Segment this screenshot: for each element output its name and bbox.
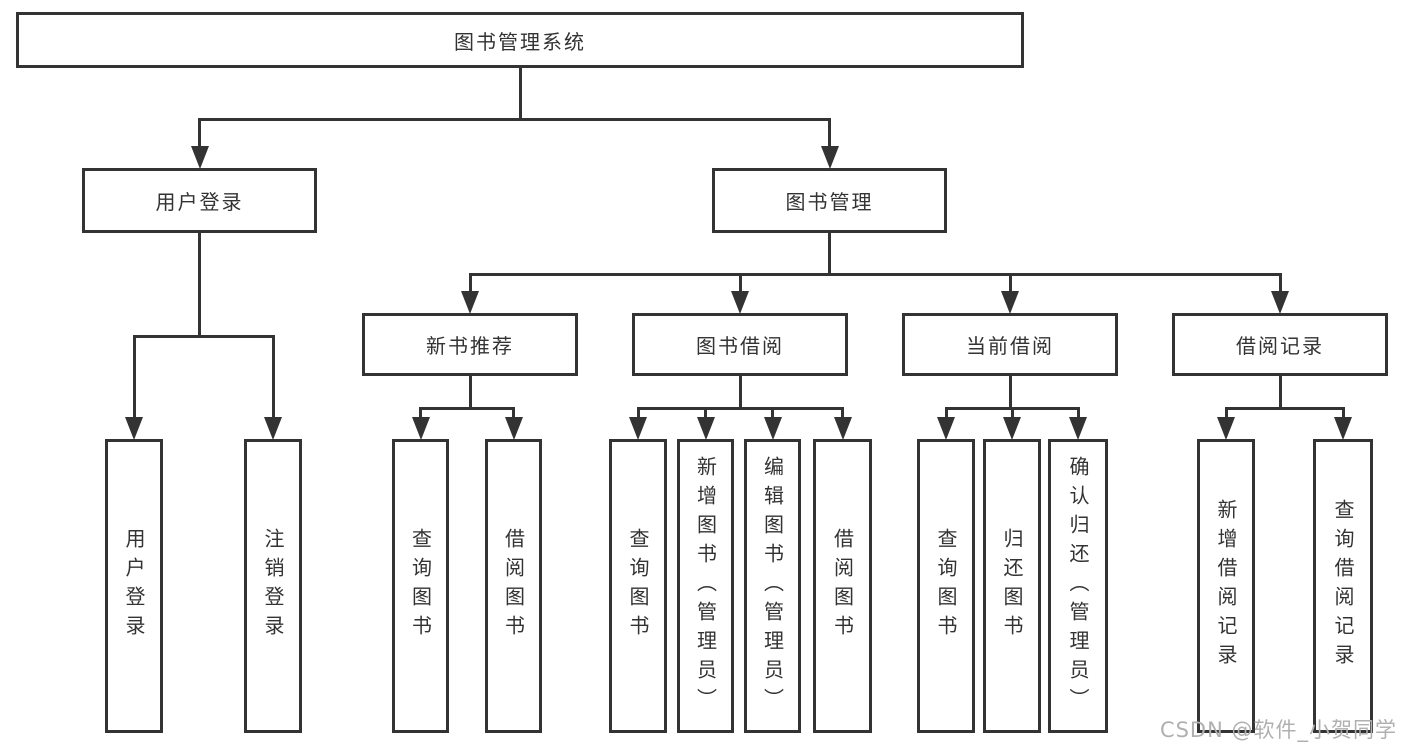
node-root: 图书管理系统 bbox=[16, 12, 1024, 68]
arrowhead-down-icon bbox=[125, 417, 143, 440]
connector-rail bbox=[419, 407, 515, 410]
connector-stub bbox=[1010, 407, 1014, 419]
connector-stub bbox=[828, 118, 831, 148]
node-logout-leaf: 注销登录 bbox=[244, 439, 302, 733]
node-label-book-mgmt: 图书管理 bbox=[785, 190, 874, 214]
node-label-query-book-current: 查询图书 bbox=[934, 528, 958, 644]
arrowhead-down-icon bbox=[264, 417, 282, 440]
connector-stub bbox=[1224, 407, 1228, 419]
node-label-user-login-leaf: 用户登录 bbox=[122, 528, 146, 644]
node-borrow-book-rec: 借阅图书 bbox=[485, 439, 542, 733]
connector-rail bbox=[636, 407, 844, 410]
watermark: CSDN @软件_小贺同学 bbox=[1159, 718, 1397, 742]
node-user-login: 用户登录 bbox=[82, 168, 317, 233]
arrowhead-down-icon bbox=[763, 417, 782, 440]
arrowhead-down-icon bbox=[731, 291, 749, 314]
node-borrow-book-borrow: 借阅图书 bbox=[813, 439, 872, 733]
node-label-root: 图书管理系统 bbox=[454, 29, 586, 54]
node-confirm-return: 确认归还（管理员） bbox=[1048, 439, 1108, 733]
node-query-borrow-record: 查询借阅记录 bbox=[1313, 439, 1373, 733]
node-label-query-book-rec: 查询图书 bbox=[408, 528, 433, 644]
node-label-query-book-borrow: 查询图书 bbox=[626, 528, 650, 644]
node-label-current-borrow: 当前借阅 bbox=[966, 334, 1054, 358]
arrowhead-down-icon bbox=[833, 417, 852, 440]
connector-stem bbox=[1278, 376, 1282, 410]
node-label-logout-leaf: 注销登录 bbox=[261, 528, 285, 644]
node-label-borrow-records: 借阅记录 bbox=[1236, 334, 1324, 358]
arrowhead-down-icon bbox=[820, 146, 839, 169]
connector-stub bbox=[271, 335, 275, 419]
arrowhead-down-icon bbox=[629, 417, 647, 440]
node-new-book-rec: 新书推荐 bbox=[362, 313, 578, 376]
connector-stub bbox=[738, 273, 742, 293]
connector-stub bbox=[944, 407, 948, 419]
node-label-borrow-book-rec: 借阅图书 bbox=[501, 528, 526, 644]
arrowhead-down-icon bbox=[190, 146, 209, 169]
connector-stub bbox=[704, 407, 707, 419]
arrowhead-down-icon bbox=[1069, 417, 1087, 440]
connector-stub bbox=[512, 407, 515, 419]
connector-stem bbox=[828, 233, 831, 276]
node-label-return-book: 归还图书 bbox=[1000, 528, 1024, 644]
node-label-confirm-return: 确认归还（管理员） bbox=[1066, 455, 1090, 717]
node-label-new-book-rec: 新书推荐 bbox=[426, 334, 514, 358]
arrowhead-down-icon bbox=[1217, 417, 1235, 440]
node-edit-book: 编辑图书（管理员） bbox=[744, 439, 801, 733]
connector-stem bbox=[738, 376, 742, 410]
arrowhead-down-icon bbox=[1003, 417, 1021, 440]
node-borrow-records: 借阅记录 bbox=[1172, 313, 1388, 376]
node-label-book-borrow: 图书借阅 bbox=[696, 334, 784, 358]
connector-stub bbox=[132, 335, 136, 419]
node-user-login-leaf: 用户登录 bbox=[105, 439, 163, 733]
connector-rail bbox=[1224, 407, 1345, 410]
connector-stub bbox=[1008, 273, 1012, 293]
node-add-borrow-record: 新增借阅记录 bbox=[1197, 439, 1255, 733]
arrowhead-down-icon bbox=[411, 417, 430, 440]
node-label-add-book: 新增图书（管理员） bbox=[693, 455, 718, 717]
arrowhead-down-icon bbox=[461, 291, 479, 314]
arrowhead-down-icon bbox=[1271, 291, 1289, 314]
node-book-mgmt: 图书管理 bbox=[712, 168, 947, 233]
node-query-book-borrow: 查询图书 bbox=[609, 439, 667, 733]
connector-stub bbox=[419, 407, 422, 419]
connector-stub bbox=[1341, 407, 1345, 419]
connector-stub bbox=[468, 273, 472, 293]
arrowhead-down-icon bbox=[1334, 417, 1352, 440]
node-add-book: 新增图书（管理员） bbox=[677, 439, 734, 733]
arrowhead-down-icon bbox=[937, 417, 955, 440]
arrowhead-down-icon bbox=[504, 417, 523, 440]
node-query-book-rec: 查询图书 bbox=[392, 439, 449, 733]
connector-stub bbox=[198, 118, 201, 148]
connector-rail bbox=[198, 118, 831, 121]
node-label-edit-book: 编辑图书（管理员） bbox=[760, 455, 785, 717]
connector-stem bbox=[518, 68, 522, 121]
node-current-borrow: 当前借阅 bbox=[902, 313, 1118, 376]
connector-stub bbox=[1076, 407, 1080, 419]
node-return-book: 归还图书 bbox=[983, 439, 1041, 733]
connector-rail bbox=[468, 273, 1282, 276]
connector-stub bbox=[1278, 273, 1282, 293]
connector-rail bbox=[132, 335, 275, 338]
arrowhead-down-icon bbox=[696, 417, 715, 440]
node-label-add-borrow-record: 新增借阅记录 bbox=[1214, 499, 1238, 673]
node-label-user-login: 用户登录 bbox=[155, 190, 244, 214]
node-label-borrow-book-borrow: 借阅图书 bbox=[830, 528, 855, 644]
connector-stem bbox=[1008, 376, 1012, 410]
connector-stub bbox=[771, 407, 774, 419]
node-label-query-borrow-record: 查询借阅记录 bbox=[1331, 499, 1355, 673]
arrowhead-down-icon bbox=[1001, 291, 1019, 314]
connector-stem bbox=[468, 376, 472, 410]
connector-stem bbox=[198, 233, 201, 338]
node-query-book-current: 查询图书 bbox=[917, 439, 975, 733]
connector-stub bbox=[636, 407, 640, 419]
node-book-borrow: 图书借阅 bbox=[632, 313, 848, 376]
connector-stub bbox=[841, 407, 844, 419]
